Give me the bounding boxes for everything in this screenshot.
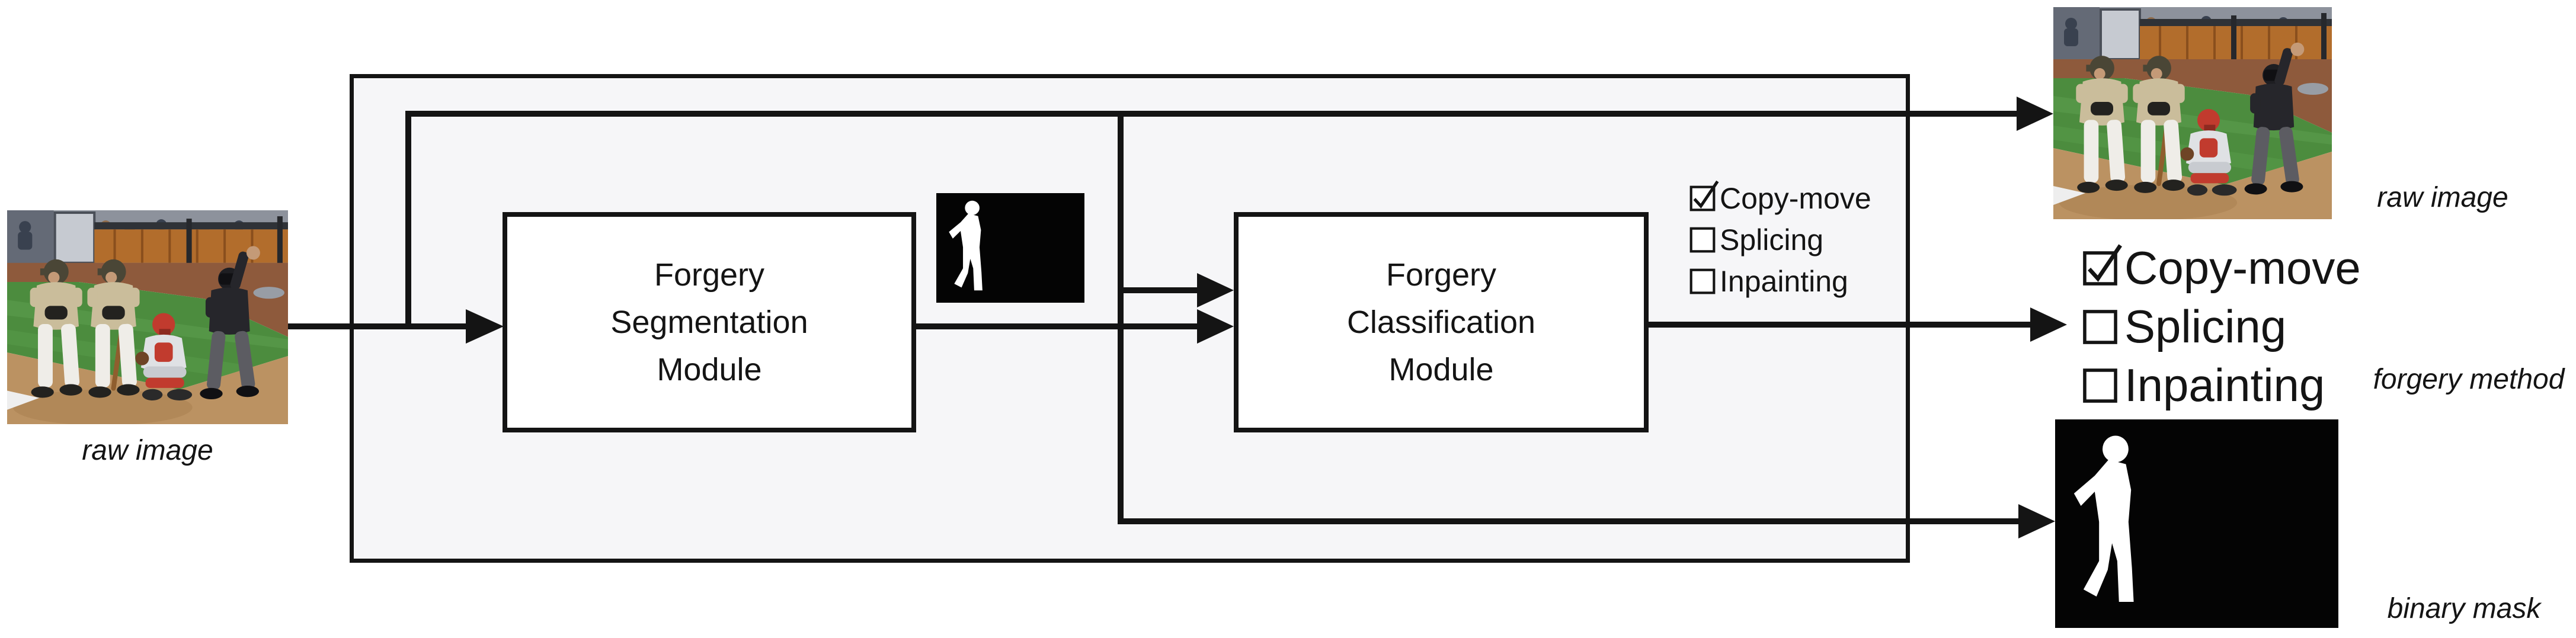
binary-mask-caption: binary mask: [2387, 593, 2541, 624]
arrowhead: [2017, 97, 2053, 131]
forgery-method-caption: forgery method: [2373, 364, 2565, 395]
checkbox-icon: [2083, 368, 2117, 403]
checkbox-label: Splicing: [2124, 300, 2287, 352]
checkbox-label: Splicing: [1720, 223, 1824, 257]
output-forgery-method-checklist: Copy-move Splicing Inpainting: [2082, 239, 2361, 415]
checkbox-icon: [1689, 227, 1716, 253]
arrowhead: [2030, 307, 2067, 342]
checkbox-label: Copy-move: [2124, 242, 2361, 294]
output-raw-image-caption: raw image: [2377, 182, 2508, 213]
checklist-option-inpainting: Inpainting: [2082, 356, 2361, 415]
checklist-option-inpainting: Inpainting: [1689, 261, 1871, 302]
checkbox-label: Inpainting: [1720, 265, 1848, 298]
segmentation-module-box: Forgery Segmentation Module: [503, 212, 916, 432]
checkbox-label: Copy-move: [1720, 182, 1871, 215]
checkbox-icon: [1689, 180, 1719, 211]
input-raw-image-caption: raw image: [82, 435, 213, 466]
checklist-option-copy-move: Copy-move: [1689, 178, 1871, 219]
checkbox-label: Inpainting: [2124, 359, 2325, 411]
checklist-option-splicing: Splicing: [2082, 297, 2361, 356]
classification-module-box: Forgery Classification Module: [1234, 212, 1649, 432]
checkbox-icon: [2083, 309, 2117, 344]
inner-forgery-method-checklist: Copy-move Splicing Inpainting: [1689, 178, 1871, 302]
arrowhead: [2018, 504, 2055, 538]
predicted-mask-thumbnail: [936, 193, 1084, 303]
output-raw-image-photo: [2053, 7, 2332, 219]
input-raw-image-photo: [7, 210, 288, 424]
checklist-option-splicing: Splicing: [1689, 219, 1871, 261]
output-binary-mask: [2055, 419, 2338, 628]
checkbox-icon: [2083, 243, 2122, 286]
checklist-option-copy-move: Copy-move: [2082, 239, 2361, 297]
checkbox-icon: [1689, 268, 1716, 294]
